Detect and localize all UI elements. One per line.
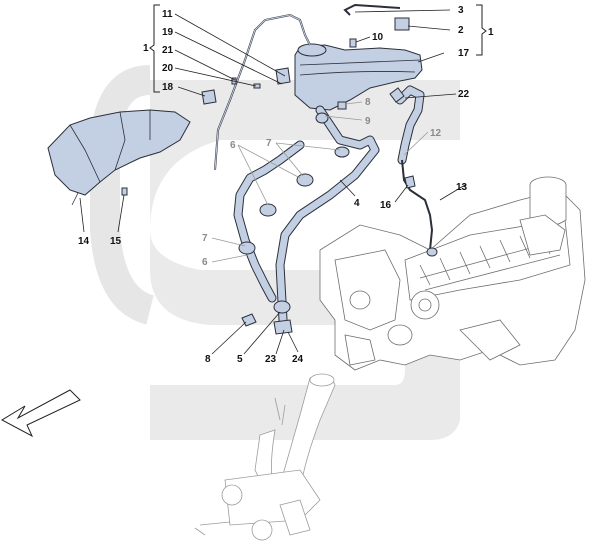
- callout-11: 11: [162, 9, 173, 20]
- callout-1-right: 1: [488, 27, 494, 38]
- callout-21: 21: [162, 45, 174, 56]
- callout-6-top: 6: [230, 140, 236, 151]
- expansion-tank-part-17: [294, 17, 423, 111]
- hose-clamps: [121, 38, 438, 335]
- callout-15: 15: [110, 236, 122, 247]
- callout-12: 12: [430, 128, 442, 139]
- callout-16: 16: [380, 200, 392, 211]
- engine-block: [319, 176, 586, 371]
- callout-2: 2: [458, 25, 464, 36]
- callout-17: 17: [458, 48, 470, 59]
- callout-14: 14: [78, 236, 90, 247]
- callout-7-left: 7: [202, 233, 208, 244]
- callout-19: 19: [162, 27, 174, 38]
- callout-24: 24: [292, 354, 304, 365]
- front-direction-arrow-icon: [0, 389, 81, 438]
- callout-8-top: 8: [365, 97, 371, 108]
- lower-pipe-assembly: [194, 373, 336, 541]
- callout-3: 3: [458, 5, 464, 16]
- callout-7-top: 7: [266, 138, 272, 149]
- callout-23: 23: [265, 354, 277, 365]
- callout-22: 22: [458, 89, 470, 100]
- callout-5: 5: [237, 354, 243, 365]
- assembly-bracket-left: [149, 4, 160, 93]
- heat-shield-part-14: [47, 109, 191, 206]
- coolant-hoses: [214, 3, 434, 325]
- callout-13: 13: [456, 182, 468, 193]
- callout-9: 9: [365, 116, 371, 127]
- callout-1-left: 1: [143, 43, 149, 54]
- callout-8-bottom: 8: [205, 354, 211, 365]
- callout-20: 20: [162, 63, 174, 74]
- callout-6-bottom: 6: [202, 257, 208, 268]
- callout-4: 4: [354, 198, 360, 209]
- callout-labels: 1 1 11 19 21 20 18 3 2 10 17 22 8 9 12 6…: [78, 5, 494, 365]
- leader-lines: [79, 9, 466, 355]
- assembly-bracket-right: [476, 4, 487, 56]
- callout-18: 18: [162, 82, 174, 93]
- callout-10: 10: [372, 32, 384, 43]
